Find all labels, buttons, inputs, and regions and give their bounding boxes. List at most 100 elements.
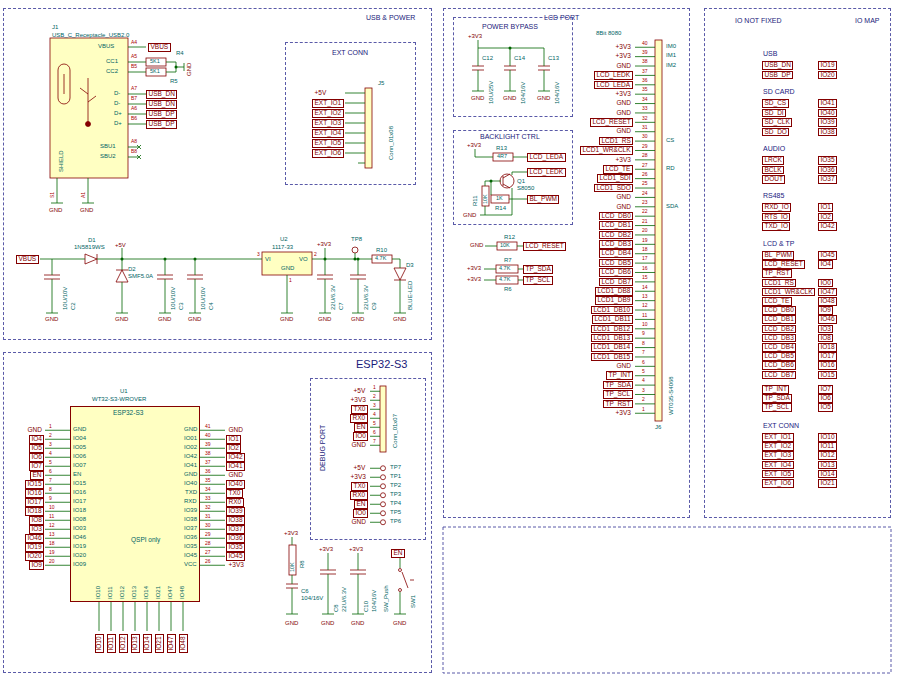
component-symbol	[80, 78, 96, 122]
component-ref: 10U/10V	[200, 287, 206, 310]
net-label: IO6	[29, 453, 44, 462]
pin-number: 27	[205, 550, 211, 555]
net-label: IO3	[818, 325, 833, 334]
component-ref: R8	[299, 560, 305, 568]
junction-dot	[509, 47, 512, 50]
component-ref: 22U/6.3V	[363, 285, 369, 310]
pin-number: 19	[642, 238, 648, 243]
group-heading: EXT CONN	[763, 422, 799, 429]
component-ref: SMF5.0A	[128, 273, 153, 279]
section-title: EXT CONN	[332, 49, 368, 56]
net-label: IO21	[818, 479, 837, 488]
net-label: IO39	[226, 507, 245, 516]
section-title: IO NOT FIXED	[735, 17, 782, 24]
net-label: RX0	[226, 498, 244, 507]
component-ref: C2	[70, 302, 76, 310]
net-label: TP_SCL	[523, 276, 553, 285]
power-label: GND	[115, 316, 128, 322]
wire	[635, 310, 655, 311]
net-label: +3V3	[613, 43, 633, 52]
net-label: IO9	[29, 561, 44, 570]
net-label: IO35	[226, 543, 245, 552]
wire	[319, 248, 364, 313]
pin-name: IO13	[131, 586, 137, 599]
net-label: GND	[614, 203, 633, 212]
net-label: IO10	[818, 433, 837, 442]
net-label: BL_PWM	[527, 195, 559, 204]
wire	[635, 94, 655, 95]
net-label: IO46	[25, 534, 44, 543]
wire	[635, 291, 655, 292]
net-label: IO0	[818, 279, 833, 288]
pin-number: 35	[205, 478, 211, 483]
net-label: GND	[614, 127, 633, 136]
component-ref: R12	[504, 234, 515, 240]
pin-number: 37	[642, 69, 648, 74]
pin-name: IO07	[73, 462, 86, 468]
net-label: LCD_DB6	[599, 268, 633, 277]
net-label: SD_DI	[762, 109, 786, 118]
pin-number: A6	[131, 106, 137, 111]
wire	[381, 520, 386, 525]
net-label: LCD1_SDO	[594, 184, 633, 193]
junction-dot	[164, 258, 167, 261]
component-ref: TP6	[390, 518, 401, 524]
wire	[635, 328, 655, 329]
component-symbol	[655, 40, 662, 421]
net-label: LCD_DB0	[599, 212, 633, 221]
pin-number: 32	[642, 116, 648, 121]
component-ref: C14	[514, 55, 525, 61]
wire	[370, 391, 380, 392]
wire	[45, 565, 70, 566]
pin-number: 4	[642, 378, 645, 383]
net-label: IO5	[29, 444, 44, 453]
net-label: LCD_DB3	[599, 240, 633, 249]
pin-number: 4	[373, 412, 376, 417]
pin-number: 10	[642, 322, 648, 327]
component-ref: R4	[176, 50, 184, 56]
net-label: IO10	[95, 634, 104, 653]
pin-number: 3	[257, 252, 260, 257]
wire	[51, 178, 94, 203]
group-heading: RS485	[763, 192, 784, 199]
net-label: LCD_DB6	[762, 361, 796, 370]
net-label: TP_SCL	[603, 390, 633, 399]
net-label: IO16	[25, 489, 44, 498]
pin-number: 21	[642, 219, 648, 224]
component-symbol	[85, 254, 97, 264]
wire	[635, 141, 655, 142]
pin-name: GND	[73, 426, 86, 432]
pin-number: 5	[373, 421, 376, 426]
pin-number: 38	[205, 451, 211, 456]
pin-number: 13	[642, 294, 648, 299]
component-symbol	[50, 38, 128, 178]
pin-name: IO45	[184, 552, 197, 558]
net-label: IO20	[25, 552, 44, 561]
wire	[45, 475, 70, 476]
pin-name: D+	[114, 110, 122, 116]
net-label: +3V3	[613, 52, 633, 61]
pin-number: 5	[49, 460, 52, 465]
pin-number: 28	[205, 541, 211, 546]
power-label: GND	[537, 95, 550, 101]
pin-number: 9	[49, 496, 52, 501]
pin-name: VI	[265, 256, 271, 262]
pin-number: 34	[205, 487, 211, 492]
power-label: GND	[186, 63, 192, 76]
component-symbol	[86, 122, 91, 127]
net-label: LCD1_WR&CLK	[580, 146, 633, 155]
net-label: LCD_RESET	[762, 260, 805, 269]
net-label: LCD_TE	[762, 297, 792, 306]
net-label: IO20	[818, 71, 837, 80]
junction-dot	[357, 258, 360, 261]
component-ref: 104/16V	[371, 590, 377, 612]
component-ref: R10	[376, 247, 387, 253]
wire	[370, 513, 381, 514]
net-label: +3V3	[613, 409, 633, 418]
net-label: TP_SCL	[762, 403, 792, 412]
net-label: IO46	[818, 315, 837, 324]
component-ref: Conn_01x07	[392, 414, 398, 448]
net-label: +3V3	[613, 90, 633, 99]
power-label: GND	[393, 316, 406, 322]
net-label: EN	[391, 549, 405, 558]
